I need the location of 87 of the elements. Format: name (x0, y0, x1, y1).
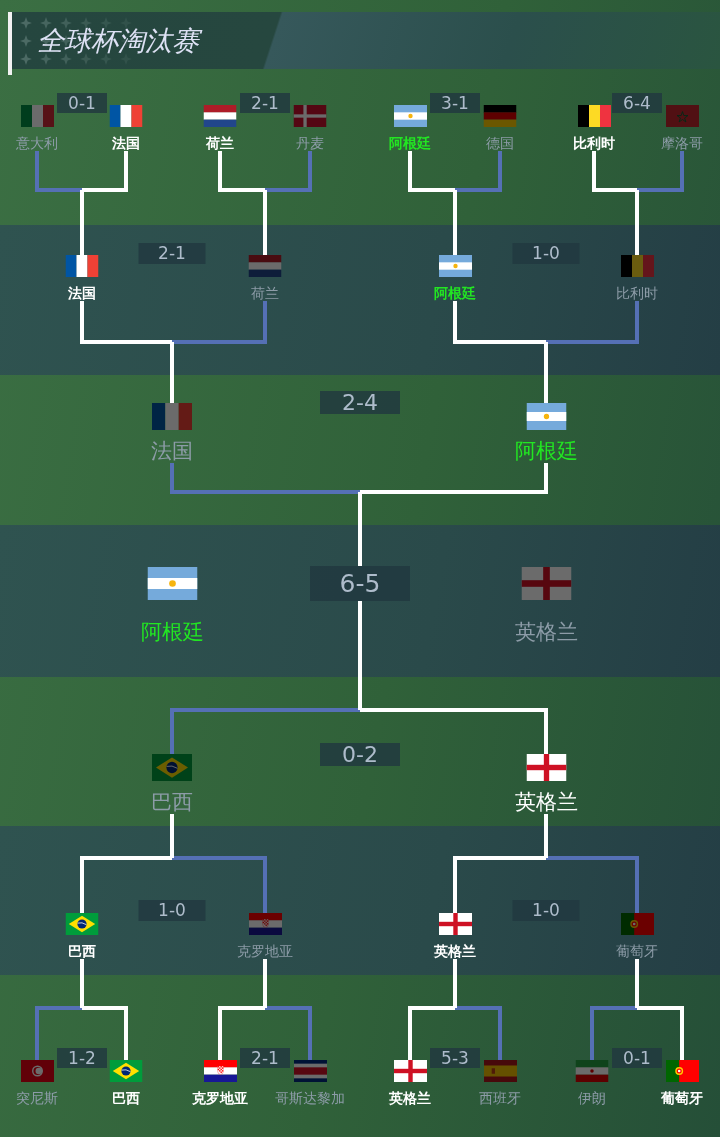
team-name: 阿根廷 (514, 439, 578, 463)
score-box: 6-4 (612, 93, 662, 113)
team-name: 阿根廷 (140, 620, 204, 644)
team-name: 巴西 (112, 1090, 140, 1106)
bracket-line (635, 190, 639, 255)
bracket-line (35, 151, 82, 192)
bracket-line (453, 301, 546, 344)
bracket-line (265, 151, 312, 192)
team-name: 荷兰 (206, 135, 234, 151)
team-name: 哥斯达黎加 (275, 1090, 345, 1106)
team-name: 葡萄牙 (661, 1090, 703, 1106)
score-box: 1-0 (512, 900, 580, 921)
bracket-line (263, 959, 267, 1008)
bracket-line (408, 151, 455, 192)
bracket-line (453, 856, 546, 913)
team-name: 法国 (112, 135, 140, 151)
bracket-line (408, 1006, 455, 1060)
team-name: 摩洛哥 (661, 135, 703, 151)
bracket-line (265, 1006, 312, 1060)
bracket-line (80, 301, 172, 344)
score-box: 1-2 (57, 1048, 107, 1068)
team-name: 突尼斯 (16, 1090, 58, 1106)
bracket-line (546, 301, 639, 344)
score-box: 1-0 (512, 243, 580, 264)
bracket-line (635, 959, 639, 1008)
team-name: 巴西 (151, 790, 193, 814)
bracket-line (592, 151, 637, 192)
bracket-line (172, 856, 267, 913)
team-name: 阿根廷 (434, 285, 476, 301)
bracket-line (546, 856, 639, 913)
bracket-line (218, 1006, 265, 1060)
team-name: 巴西 (68, 943, 96, 959)
team-name: 英格兰 (514, 620, 578, 644)
bracket-line (80, 190, 84, 255)
team-name: 荷兰 (251, 285, 279, 301)
bracket-line (80, 959, 84, 1008)
bracket-line (80, 856, 172, 913)
bracket-line (218, 151, 265, 192)
bracket-line (360, 708, 548, 754)
team-name: 英格兰 (514, 790, 578, 814)
bracket-line (455, 1006, 502, 1060)
bracket-line (544, 342, 548, 403)
score-box: 3-1 (430, 93, 480, 113)
team-name: 英格兰 (389, 1090, 431, 1106)
team-name: 葡萄牙 (616, 943, 658, 959)
team-name: 法国 (151, 439, 193, 463)
team-name: 伊朗 (578, 1090, 606, 1106)
team-name: 西班牙 (479, 1090, 521, 1106)
score-box: 0-2 (320, 743, 400, 766)
bracket-line (170, 708, 360, 754)
score-box: 0-1 (57, 93, 107, 113)
bracket-line (172, 301, 267, 344)
bracket-line (360, 463, 548, 494)
team-name: 克罗地亚 (237, 943, 293, 959)
score-box: 6-5 (310, 566, 410, 601)
bracket-line (455, 151, 502, 192)
team-name: 克罗地亚 (192, 1090, 248, 1106)
team-name: 丹麦 (296, 135, 324, 151)
bracket-line (358, 601, 362, 710)
bracket-line (544, 814, 548, 858)
bracket-line (170, 814, 174, 858)
team-name: 意大利 (16, 135, 58, 151)
bracket-line (637, 1006, 684, 1060)
score-box: 2-4 (320, 391, 400, 414)
bracket-line (637, 151, 684, 192)
bracket-line (453, 190, 457, 255)
team-name: 英格兰 (434, 943, 476, 959)
bracket-line (170, 463, 360, 494)
team-name: 德国 (486, 135, 514, 151)
bracket-line (453, 959, 457, 1008)
bracket-line (358, 492, 362, 566)
team-name: 比利时 (616, 285, 658, 301)
bracket-line (263, 190, 267, 255)
bracket-line (82, 151, 128, 192)
score-box: 2-1 (240, 1048, 290, 1068)
bracket-line (35, 1006, 82, 1060)
bracket-line (170, 342, 174, 403)
team-name: 比利时 (573, 135, 615, 151)
score-box: 5-3 (430, 1048, 480, 1068)
bracket-line (82, 1006, 128, 1060)
team-name: 法国 (68, 285, 96, 301)
team-name: 阿根廷 (389, 135, 431, 151)
bracket-line (590, 1006, 637, 1060)
score-box: 0-1 (612, 1048, 662, 1068)
score-box: 2-1 (138, 243, 206, 264)
score-box: 2-1 (240, 93, 290, 113)
score-box: 1-0 (138, 900, 206, 921)
